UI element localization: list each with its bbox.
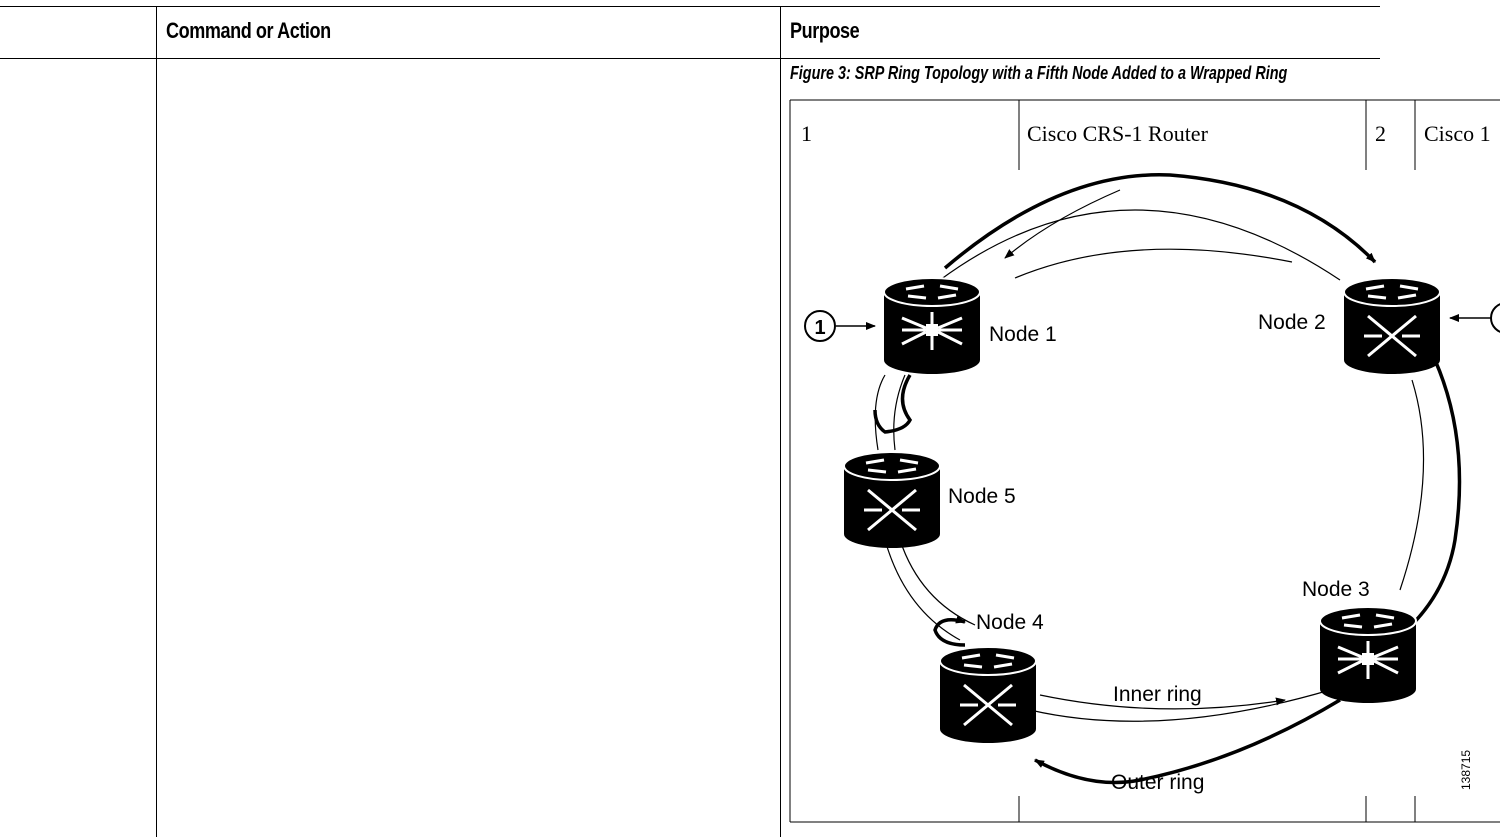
node-4-label: Node 4 (976, 611, 1044, 634)
column-divider-1 (156, 6, 157, 837)
outer-ring-lines (873, 173, 1462, 785)
legend-cell-4: Cisco 1 (1424, 121, 1491, 146)
node-2-label: Node 2 (1258, 311, 1326, 334)
table-top-border (0, 6, 1380, 7)
command-header: Command or Action (166, 18, 331, 43)
figure-caption: Figure 3: SRP Ring Topology with a Fifth… (790, 63, 1288, 83)
figure-frame (789, 99, 1500, 823)
purpose-header: Purpose (790, 18, 860, 43)
header-bottom-border (0, 58, 1380, 59)
router-node-1 (882, 276, 982, 376)
router-node-2 (1342, 276, 1442, 376)
node-5-label: Node 5 (948, 485, 1016, 508)
figure-id: 138715 (1459, 750, 1473, 790)
outer-ring-label: Outer ring (1111, 771, 1204, 794)
router-node-3 (1318, 605, 1418, 705)
legend-cell-1: 1 (801, 121, 812, 146)
legend-cell-2: Cisco CRS-1 Router (1027, 121, 1208, 146)
callout-2 (1449, 303, 1500, 333)
node-1-label: Node 1 (989, 323, 1057, 346)
callout-1-number: 1 (814, 317, 825, 339)
callout-1: 1 (804, 310, 876, 342)
legend-cell-3: 2 (1375, 121, 1386, 146)
inner-ring-label: Inner ring (1113, 683, 1202, 706)
router-node-4 (938, 645, 1038, 745)
node-3-label: Node 3 (1302, 578, 1370, 601)
column-divider-2 (780, 6, 781, 837)
router-node-5 (842, 450, 942, 550)
